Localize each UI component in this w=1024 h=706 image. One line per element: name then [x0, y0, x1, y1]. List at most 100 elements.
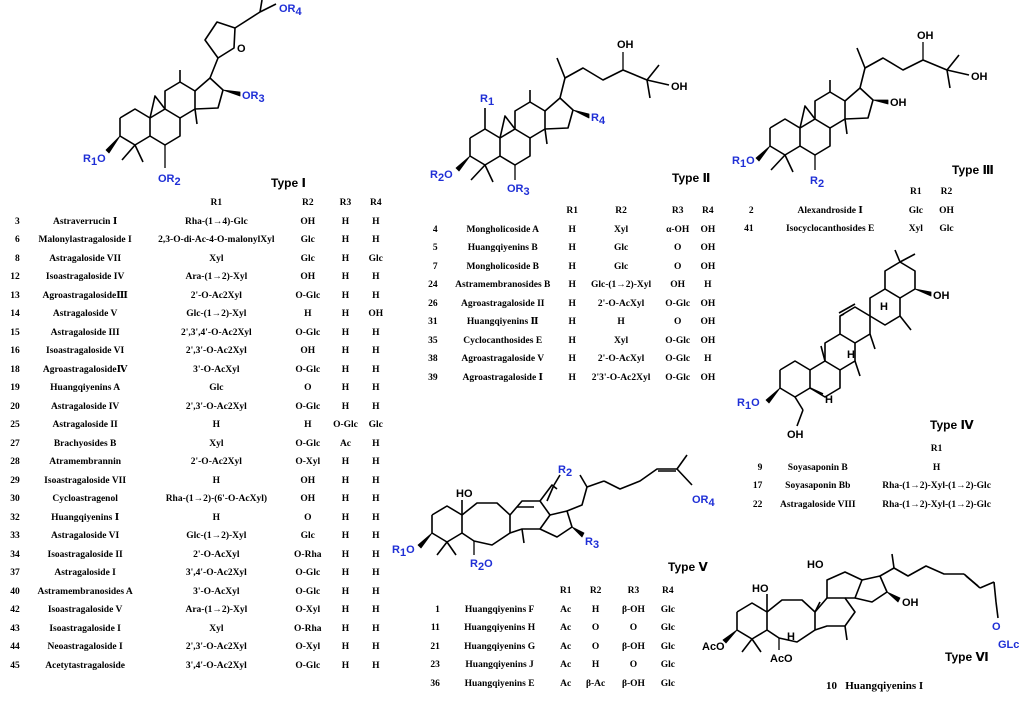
column-header: R3 [671, 206, 684, 217]
substituent-cell: O-Glc [665, 372, 691, 383]
substituent-cell: H [341, 531, 350, 542]
substituent-cell: OH [700, 335, 716, 346]
substituent-cell: 2'3'-O-Ac2Xyl [591, 372, 651, 383]
substituent-cell: OH [670, 280, 686, 291]
compound-number: 36 [430, 678, 440, 689]
type5-r2o-label: R2O [470, 558, 493, 573]
substituent-cell: 2',3'-O-Ac2Xyl [185, 642, 247, 653]
substituent-cell: H [372, 235, 380, 246]
substituent-cell: 3',4'-O-Ac2Xyl [185, 568, 247, 579]
compound-number: 12 [10, 272, 20, 283]
type6-glc-label: GLc [998, 639, 1019, 651]
substituent-cell: H [341, 512, 350, 523]
compound-name: Mongholicoside B [466, 261, 540, 272]
substituent-cell: H [568, 261, 576, 272]
type5-structure: R1O R2O R2 R3 OR4 HO [392, 454, 716, 573]
substituent-cell: H [591, 660, 600, 671]
substituent-cell: Ara-(1→2)-Xyl [185, 272, 248, 283]
substituent-cell: O-Glc [333, 420, 358, 431]
substituent-cell: 2'-O-AcXyl [597, 298, 645, 309]
compound-number: 26 [428, 298, 438, 309]
compound-number: 24 [428, 280, 438, 291]
substituent-cell: Glc [300, 235, 315, 246]
compound-number: 38 [428, 354, 438, 365]
substituent-cell: H [372, 549, 380, 560]
substituent-cell: Glc [660, 660, 675, 671]
column-header: R3 [627, 586, 640, 597]
compound-number: 34 [10, 549, 20, 560]
substituent-cell: O-Glc [295, 660, 321, 671]
substituent-cell: H [568, 372, 576, 383]
substituent-cell: Glc [368, 253, 383, 264]
substituent-cell: H [372, 364, 380, 375]
column-header: R1 [559, 586, 572, 597]
compound-name: Brachyosides B [53, 438, 117, 449]
column-header: R4 [702, 206, 714, 217]
column-header [760, 183, 901, 202]
substituent-cell: H [932, 462, 941, 473]
compound-name: Isoastragaloside VI [46, 346, 125, 357]
compound-name: Isoastragaloside V [47, 605, 123, 616]
substituent-cell: Glc-(1→2)-Xyl [186, 531, 247, 542]
substituent-cell: Glc [300, 531, 315, 542]
substituent-cell: 2',3'-O-Ac2Xyl [185, 401, 247, 412]
type3-r2-label: R2 [810, 175, 824, 190]
substituent-cell: OH [700, 243, 716, 254]
compound-number: 6 [14, 235, 20, 246]
compound-number: 31 [428, 317, 438, 328]
substituent-cell: Xyl [209, 438, 224, 449]
substituent-cell: Glc [209, 383, 224, 394]
compound-name: Huangqiyenins J [465, 660, 534, 671]
compound-name: Acetytastragaloside [45, 660, 125, 671]
substituent-cell: Ac [339, 438, 352, 449]
substituent-cell: H [568, 280, 576, 291]
substituent-cell: H [568, 243, 576, 254]
substituent-cell: Xyl [613, 335, 629, 346]
type2-r2o-label: R2O [430, 169, 453, 184]
substituent-cell: H [341, 623, 350, 634]
substituent-cell: Glc [660, 678, 675, 689]
type2-label: Type Ⅱ [672, 171, 711, 185]
substituent-cell: H [704, 280, 712, 291]
type3-oh3-label: OH [971, 71, 988, 83]
compound-number: 18 [10, 364, 20, 375]
compound-name: Astragaloside II [52, 420, 118, 431]
compound-number: 43 [10, 623, 20, 634]
compound-name: Cycloastragenol [52, 494, 118, 505]
substituent-cell: H [341, 586, 350, 597]
column-header: R2 [589, 586, 602, 597]
type6-o-label: O [992, 621, 1001, 633]
type6-aco2-label: AcO [770, 653, 793, 665]
substituent-cell: H [372, 568, 380, 579]
substituent-cell: H [591, 604, 600, 615]
compound-name: Huangqiyenins B [467, 243, 538, 254]
substituent-cell: H [341, 660, 350, 671]
compound-name: Isoastragaloside II [47, 549, 123, 560]
substituent-cell: OH [300, 216, 316, 227]
compound-name: Agroastragaloside II [460, 298, 545, 309]
compound-number: 41 [744, 224, 754, 235]
substituent-cell: H [341, 383, 350, 394]
substituent-cell: Ac [560, 641, 572, 652]
compound-number: 25 [10, 420, 20, 431]
